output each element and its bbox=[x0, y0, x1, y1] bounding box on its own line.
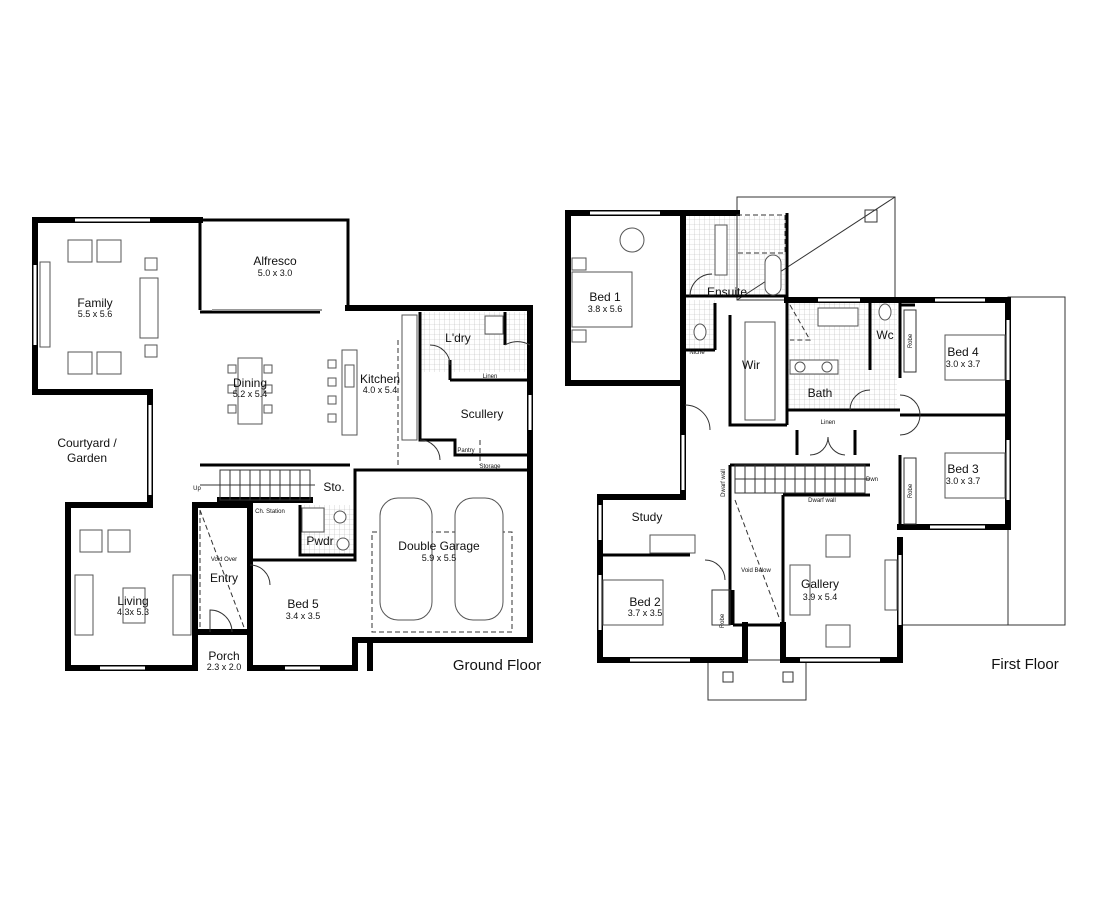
bed4-size: 3.0 x 3.7 bbox=[946, 359, 981, 369]
first-floor-plan: Bed 1 3.8 x 5.6 Ensuite Niche Wir Bath W… bbox=[565, 196, 1066, 701]
family-size: 5.5 x 5.6 bbox=[78, 309, 113, 319]
bathtub-icon bbox=[764, 254, 782, 296]
wir-label: Wir bbox=[742, 358, 760, 372]
store-label: Sto. bbox=[323, 480, 344, 494]
robe4-label: Robe bbox=[908, 333, 914, 348]
alfresco-size: 5.0 x 3.0 bbox=[258, 268, 293, 278]
gallery-sofa bbox=[789, 564, 811, 616]
bath-label: Bath bbox=[808, 386, 833, 400]
shower bbox=[736, 214, 786, 254]
entry-label: Entry bbox=[210, 571, 238, 585]
alfresco-label: Alfresco bbox=[253, 254, 297, 268]
courtyard-label-2: Garden bbox=[67, 451, 107, 465]
living-label: Living bbox=[117, 594, 148, 608]
stairs-up-label: Up bbox=[193, 486, 201, 492]
niche-label: Niche bbox=[689, 350, 705, 356]
dining-size: 5.2 x 5.4 bbox=[233, 389, 268, 399]
dwarf-wall-bottom-label: Dwarf wall bbox=[808, 498, 836, 504]
laundry-label: L'dry bbox=[445, 331, 471, 345]
tv-unit bbox=[39, 261, 51, 348]
bed-icon bbox=[944, 334, 1006, 381]
wir-island bbox=[744, 321, 776, 421]
void-below-label: Void Below bbox=[741, 568, 771, 574]
ground-floor-labels: Family 5.5 x 5.6 Alfresco 5.0 x 3.0 Dini… bbox=[57, 254, 541, 674]
ground-floor-furniture bbox=[39, 239, 513, 636]
first-floor-openings bbox=[590, 211, 1010, 662]
bed1-size: 3.8 x 5.6 bbox=[588, 304, 623, 314]
powder-label: Pwdr bbox=[306, 534, 333, 548]
charging-station-label: Ch. Station bbox=[255, 509, 285, 515]
dining-label: Dining bbox=[233, 376, 267, 390]
bed-icon bbox=[944, 452, 1006, 499]
family-label: Family bbox=[77, 296, 112, 310]
first-floor-labels: Bed 1 3.8 x 5.6 Ensuite Niche Wir Bath W… bbox=[588, 285, 1059, 673]
ground-floor-stairs bbox=[200, 469, 315, 501]
linen-label-first: Linen bbox=[821, 420, 836, 426]
bed4-label: Bed 4 bbox=[947, 345, 979, 359]
kitchen-label: Kitchen bbox=[360, 372, 400, 386]
dwarf-wall-left-label: Dwarf wall bbox=[721, 469, 727, 497]
laundry-tiles bbox=[420, 312, 528, 372]
ground-floor-plan: Family 5.5 x 5.6 Alfresco 5.0 x 3.0 Dini… bbox=[32, 217, 541, 674]
bed-icon bbox=[602, 579, 664, 626]
storage-label: Storage bbox=[479, 464, 501, 470]
dining-table bbox=[237, 357, 263, 425]
ground-floor-openings bbox=[33, 218, 532, 670]
study-label: Study bbox=[632, 510, 663, 524]
bed2-size: 3.7 x 3.5 bbox=[628, 608, 663, 618]
stairs-down-label: Dwn bbox=[866, 477, 878, 483]
bed5-size: 3.4 x 3.5 bbox=[286, 611, 321, 621]
porch-size: 2.3 x 2.0 bbox=[207, 662, 242, 672]
study-desk bbox=[649, 534, 696, 554]
ground-floor-title: Ground Floor bbox=[453, 657, 541, 674]
car-icon bbox=[454, 497, 504, 621]
living-sofa bbox=[74, 574, 94, 636]
bed3-label: Bed 3 bbox=[947, 462, 979, 476]
kitchen-island bbox=[341, 349, 358, 436]
kitchen-bench bbox=[401, 314, 418, 441]
bath-tub-icon bbox=[817, 307, 859, 327]
linen-label: Linen bbox=[483, 374, 498, 380]
kitchen-size: 4.0 x 5.4 bbox=[363, 385, 398, 395]
gallery-size: 3.9 x 5.4 bbox=[803, 592, 838, 602]
car-icon bbox=[379, 497, 433, 621]
first-floor-title: First Floor bbox=[991, 656, 1059, 673]
robe2-label: Robe bbox=[720, 613, 726, 628]
pantry-label: Pantry bbox=[457, 448, 474, 454]
bed3-size: 3.0 x 3.7 bbox=[946, 476, 981, 486]
courtyard-label: Courtyard / bbox=[57, 436, 117, 450]
bed2-label: Bed 2 bbox=[629, 595, 661, 609]
living-size: 4.3x 5.3 bbox=[117, 607, 149, 617]
void-over-label: Void Over bbox=[211, 557, 237, 563]
robe3-label: Robe bbox=[908, 483, 914, 498]
first-floor-furniture bbox=[571, 214, 1006, 648]
bed5-label: Bed 5 bbox=[287, 597, 319, 611]
bed-icon bbox=[571, 271, 633, 328]
porch-label: Porch bbox=[208, 649, 239, 663]
wc-label: Wc bbox=[876, 328, 893, 342]
scullery-label: Scullery bbox=[461, 407, 504, 421]
ensuite-label: Ensuite bbox=[707, 285, 747, 299]
first-floor-stairs bbox=[734, 464, 870, 494]
garage-size: 5.9 x 5.5 bbox=[422, 553, 457, 563]
gallery-label: Gallery bbox=[801, 577, 839, 591]
bed1-label: Bed 1 bbox=[589, 290, 621, 304]
sofa bbox=[139, 277, 159, 339]
garage-label: Double Garage bbox=[398, 539, 480, 553]
